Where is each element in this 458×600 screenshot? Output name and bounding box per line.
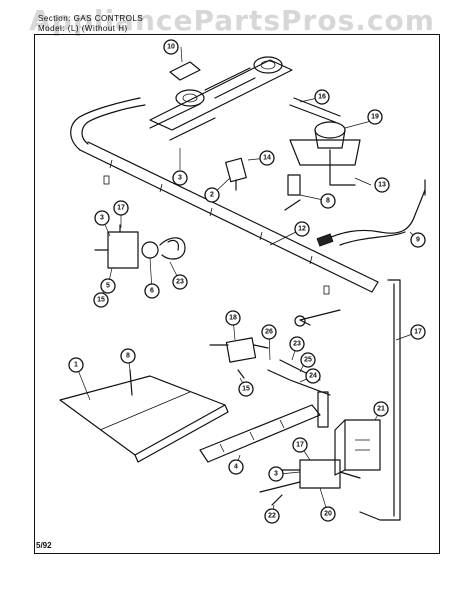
callout-16: 16	[314, 89, 330, 105]
callout-label: 1	[74, 362, 78, 369]
manifold-elbow-tube	[70, 97, 146, 151]
callout-label: 15	[242, 386, 250, 393]
callout-14: 14	[259, 150, 275, 166]
callout-25: 25	[300, 352, 316, 368]
callout-label: 9	[416, 237, 420, 244]
screw-15	[237, 369, 245, 379]
callout-3-lower: 3	[268, 466, 284, 482]
callout-13: 13	[374, 177, 390, 193]
callout-21: 21	[373, 401, 389, 417]
callout-label: 17	[414, 329, 422, 336]
callout-2: 2	[204, 187, 220, 203]
callout-17-lower: 17	[292, 437, 308, 453]
callout-6: 6	[144, 283, 160, 299]
callout-label: 6	[150, 288, 154, 295]
callout-1: 1	[68, 357, 84, 373]
callout-label: 8	[126, 353, 130, 360]
callout-label: 3	[274, 471, 278, 478]
callout-17-right: 17	[410, 324, 426, 340]
bracket-21	[334, 419, 381, 476]
callout-26: 26	[261, 324, 277, 340]
callout-9: 9	[410, 232, 426, 248]
right-burner	[289, 97, 361, 186]
callout-label: 23	[293, 341, 301, 348]
callout-label: 17	[117, 205, 125, 212]
callout-23-upper: 23	[172, 274, 188, 290]
callout-22: 22	[264, 508, 280, 524]
revision-date: 5/92	[36, 541, 52, 550]
callout-label: 10	[167, 44, 175, 51]
screw-8	[129, 369, 133, 396]
callout-label: 21	[377, 406, 385, 413]
callout-19: 19	[367, 109, 383, 125]
manifold-pipe	[79, 141, 379, 295]
callout-label: 25	[304, 357, 312, 364]
callout-8-upper: 8	[320, 193, 336, 209]
callout-label: 22	[268, 513, 276, 520]
callout-label: 5	[106, 283, 110, 290]
diagram-frame	[34, 34, 440, 554]
upper-bracket	[284, 174, 301, 211]
watermark: AppliancePartsPros.com	[29, 4, 435, 37]
callout-label: 12	[298, 226, 306, 233]
callout-23-lower: 23	[289, 336, 305, 352]
callout-24: 24	[305, 368, 321, 384]
callout-12: 12	[294, 221, 310, 237]
callout-10: 10	[163, 39, 179, 55]
callout-3-upper: 3	[94, 210, 110, 226]
callout-label: 2	[210, 192, 214, 199]
callout-18: 18	[225, 310, 241, 326]
callout-label: 23	[176, 279, 184, 286]
callout-label: 14	[263, 155, 271, 162]
callout-20: 20	[320, 506, 336, 522]
model-line: Model: (L) (Without H)	[38, 24, 128, 33]
callout-label: 3	[178, 175, 182, 182]
callout-7: 3	[172, 170, 188, 186]
callout-label: 15	[97, 297, 105, 304]
callout-label: 4	[234, 464, 238, 471]
callout-label: 19	[371, 114, 379, 121]
callout-15-upper: 15	[93, 292, 109, 308]
callout-4: 4	[228, 459, 244, 475]
heat-shield	[59, 375, 229, 463]
callout-label: 17	[296, 442, 304, 449]
callout-8-lower: 8	[120, 348, 136, 364]
callout-5: 5	[100, 278, 116, 294]
callout-label: 20	[324, 511, 332, 518]
spark-igniter	[225, 157, 247, 191]
broil-burner-tube	[199, 404, 321, 463]
gas-supply-line	[359, 279, 401, 521]
thermocouple	[316, 179, 426, 247]
callout-label: 13	[378, 182, 386, 189]
callout-label: 8	[326, 198, 330, 205]
callout-label: 26	[265, 329, 273, 336]
callout-15-lower: 15	[238, 381, 254, 397]
callout-17-upper: 17	[113, 200, 129, 216]
screw-22	[271, 494, 283, 506]
left-valve-assembly	[94, 224, 186, 269]
top-burner-assembly	[149, 56, 293, 141]
callout-label: 18	[229, 315, 237, 322]
callout-label: 16	[318, 94, 326, 101]
callout-label: 24	[309, 373, 317, 380]
section-title: Section: GAS CONTROLS	[38, 14, 144, 23]
callout-label: 3	[100, 215, 104, 222]
